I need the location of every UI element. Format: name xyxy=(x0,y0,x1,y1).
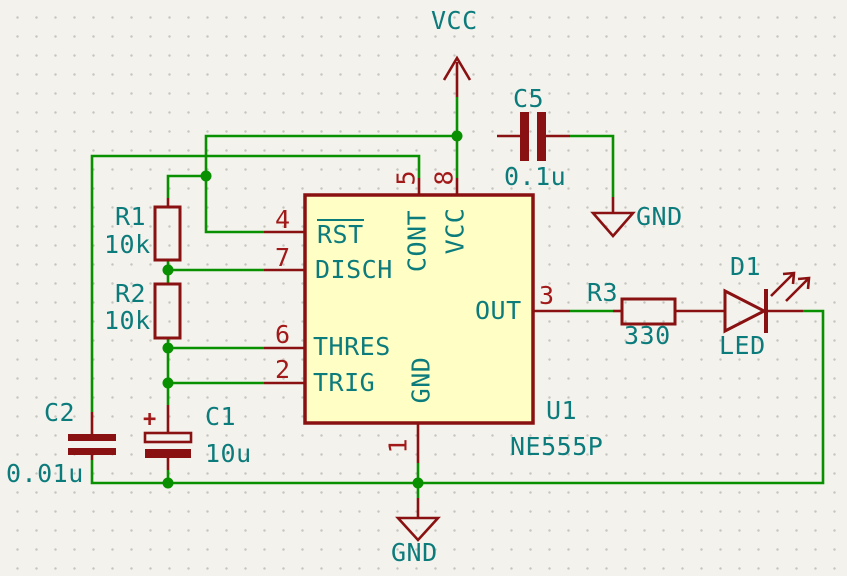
r2-ref-label: R2 xyxy=(115,279,147,308)
vcc-label: VCC xyxy=(431,6,478,35)
wire-cont-net[interactable] xyxy=(90,154,421,412)
ic-pin-number-4: 4 xyxy=(275,205,291,234)
led-d1-symbol[interactable] xyxy=(723,271,811,334)
r1-ref-label: R1 xyxy=(115,202,147,231)
ic-pin-number-1: 1 xyxy=(383,438,413,454)
junction-dot[interactable] xyxy=(200,170,212,182)
ic-pin-name-trig: TRIG xyxy=(313,368,376,397)
gnd-bottom-label: GND xyxy=(391,538,438,567)
ic-pin-number-8: 8 xyxy=(429,170,459,186)
ic-pin-name-out: OUT xyxy=(475,296,522,325)
r3-value-label: 330 xyxy=(624,321,671,350)
r3-ref-label: R3 xyxy=(587,278,619,307)
ic-pin-name-rst: RST xyxy=(317,219,364,249)
ic-u1-symbol[interactable] xyxy=(264,178,570,463)
ic-pin-name-cont: CONT xyxy=(402,209,432,273)
c5-ref-label: C5 xyxy=(513,84,545,113)
r2-value-label: 10k xyxy=(104,306,151,335)
ic-pin-number-5: 5 xyxy=(391,170,421,186)
junction-dot[interactable] xyxy=(162,342,174,354)
ic-pin-name-thres: THRES xyxy=(313,332,391,361)
ic-pin-name-vcc: VCC xyxy=(440,207,470,255)
u1-value-label: NE555P xyxy=(510,432,604,461)
capacitor-c2-symbol[interactable] xyxy=(68,412,116,460)
ic-pin-name-disch: DISCH xyxy=(315,255,393,284)
capacitor-c1-symbol[interactable] xyxy=(143,405,193,470)
vcc-power-symbol[interactable] xyxy=(442,55,472,97)
junction-dot[interactable] xyxy=(412,477,424,489)
r1-value-label: 10k xyxy=(104,230,151,259)
u1-ref-label: U1 xyxy=(546,396,578,425)
c1-plus-sign: + xyxy=(143,407,157,432)
junction-dot[interactable] xyxy=(162,264,174,276)
wire-ground-rail[interactable] xyxy=(90,309,825,485)
junction-dot[interactable] xyxy=(451,130,463,142)
led-arrow-2 xyxy=(785,276,811,302)
gnd-top-label: GND xyxy=(636,202,683,231)
junction-dot[interactable] xyxy=(162,377,174,389)
resistor-r2-symbol[interactable] xyxy=(153,282,182,340)
c2-value-label: 0.01u xyxy=(6,459,84,488)
ic-pin-name-gnd: GND xyxy=(406,356,436,404)
led-arrow-1 xyxy=(770,271,796,297)
c5-value-label: 0.1u xyxy=(504,162,567,191)
ic-pin-number-2: 2 xyxy=(275,355,291,384)
c1-value-label: 10u xyxy=(205,439,252,468)
resistor-r3-symbol[interactable] xyxy=(613,297,725,326)
wire-c5-to-gnd[interactable] xyxy=(570,134,615,197)
gnd-power-symbol-bottom[interactable] xyxy=(395,498,441,542)
c2-ref-label: C2 xyxy=(44,398,76,427)
junction-dot[interactable] xyxy=(162,477,174,489)
ic-pin-number-3: 3 xyxy=(539,281,555,310)
wire-reset-net[interactable] xyxy=(204,134,457,234)
d1-ref-label: D1 xyxy=(730,252,762,281)
d1-value-label: LED xyxy=(719,331,766,360)
resistor-r1-symbol[interactable] xyxy=(153,198,182,262)
gnd-power-symbol-top[interactable] xyxy=(590,197,636,238)
ic-pin-number-6: 6 xyxy=(275,320,291,349)
c1-ref-label: C1 xyxy=(205,402,237,431)
capacitor-c5-symbol[interactable] xyxy=(497,112,570,161)
ic-pin-number-7: 7 xyxy=(275,243,291,272)
wire-reset-branch-r1[interactable] xyxy=(166,174,206,198)
